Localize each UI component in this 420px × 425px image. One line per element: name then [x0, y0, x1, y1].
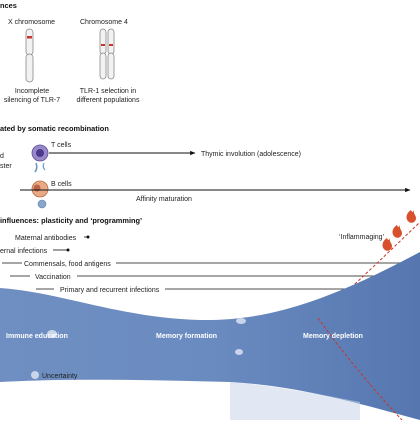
x-chromosome-label: X chromosome — [8, 19, 55, 26]
section-title-genetic: nces — [0, 1, 17, 10]
section-title-somatic: ated by somatic recombination — [0, 124, 109, 133]
phase-memory-depletion: Memory depletion — [303, 333, 363, 340]
t-cell-icon — [31, 144, 49, 173]
b-cells-label: B cells — [51, 181, 72, 188]
chromosome4-label: Chromosome 4 — [80, 19, 128, 26]
section-title-environment: influences: plasticity and ‘programming’ — [0, 216, 142, 225]
immune-capacity-band — [0, 252, 420, 420]
uncertainty-spot-1 — [47, 330, 57, 338]
t-cells-label: T cells — [51, 142, 72, 149]
influence-label-infections: Primary and recurrent infections — [60, 287, 160, 294]
fire-icon — [382, 210, 416, 251]
chromosome-4-icon — [99, 28, 115, 80]
inflammaging-lower-line — [317, 317, 403, 421]
influence-label-maternal-infections: ernal infections — [0, 248, 48, 255]
influence-label-vaccination: Vaccination — [35, 274, 71, 281]
inflammaging-line — [317, 221, 420, 319]
influence-label-maternal-antibodies: Maternal antibodies — [15, 235, 77, 242]
influence-endpoint-maternal-antibodies — [86, 235, 90, 239]
phase-immune-education: Immune education — [6, 333, 68, 340]
influence-label-commensals: Commensals, food antigens — [24, 261, 111, 268]
x-chromosome-note-1: Incomplete — [15, 88, 49, 95]
affinity-maturation-label: Affinity maturation — [136, 196, 192, 203]
phase-memory-formation: Memory formation — [156, 333, 217, 340]
somatic-fragment-2: ster — [0, 163, 12, 170]
uncertainty-spot-3 — [235, 349, 243, 355]
x-chromosome-icon — [25, 28, 34, 83]
x-chromosome-note-2: silencing of TLR-7 — [4, 97, 60, 104]
inflammaging-label: ‘Inflammaging’ — [339, 234, 385, 241]
thymic-involution-label: Thymic involution (adolescence) — [201, 151, 301, 158]
influence-endpoint-maternal-infections — [66, 248, 70, 252]
b-cell-icon — [31, 180, 49, 209]
uncertainty-legend-swatch — [31, 371, 39, 379]
uncertainty-spot-2 — [236, 318, 246, 324]
chromosome4-note-1: TLR-1 selection in — [80, 88, 137, 95]
somatic-fragment-1: d — [0, 153, 4, 160]
uncertainty-region — [230, 382, 360, 420]
chromosome4-note-2: different populations — [77, 97, 140, 104]
uncertainty-legend-label: Uncertainty — [42, 373, 78, 380]
